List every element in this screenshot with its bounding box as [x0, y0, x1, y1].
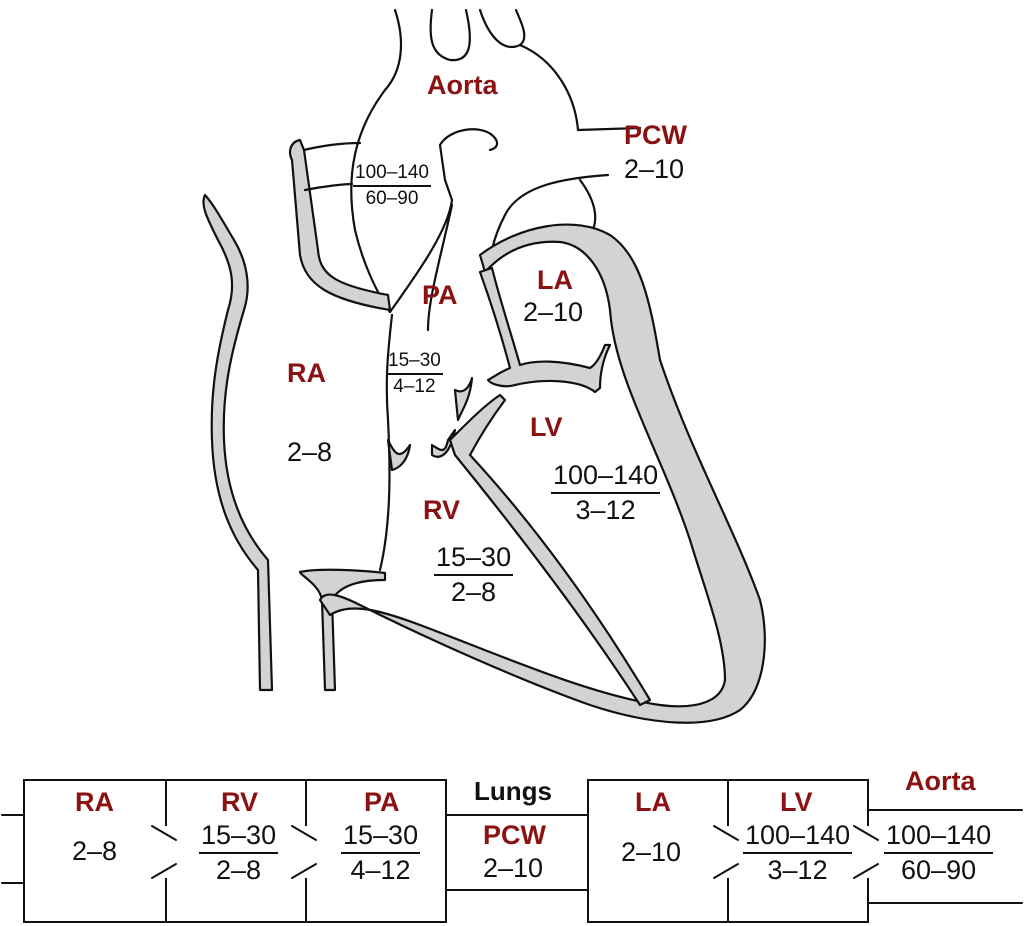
pa-label: PA — [422, 280, 458, 310]
aorta-inner — [388, 143, 454, 314]
pulmonic-valve — [291, 825, 317, 879]
circuit-aorta-systolic: 100–140 — [884, 820, 994, 854]
svc-branch-mid — [303, 182, 354, 192]
circuit-rv-pressure: 15–30 2–8 — [199, 820, 279, 886]
mitral-valve — [713, 825, 739, 879]
circuit-pa-diastolic: 4–12 — [350, 855, 411, 885]
rv-systolic: 15–30 — [434, 542, 514, 576]
circuit-rv-label: RV — [221, 787, 259, 817]
circuit-lv-diastolic: 3–12 — [767, 855, 828, 885]
rv-diastolic: 2–8 — [451, 577, 497, 607]
aorta-branch-2 — [429, 8, 471, 62]
pcw-label: PCW — [624, 120, 687, 150]
aorta-diastolic: 60–90 — [365, 188, 419, 209]
pa-diastolic: 4–12 — [393, 376, 436, 397]
svc-wall — [289, 138, 392, 312]
circuit-rv-systolic: 15–30 — [199, 820, 279, 854]
pa-pressure: 15–30 4–12 — [386, 350, 443, 398]
ra-wall — [202, 193, 274, 692]
circuit-pa-label: PA — [364, 787, 400, 817]
circuit-pa-systolic: 15–30 — [341, 820, 421, 854]
circuit-aorta-diastolic: 60–90 — [901, 855, 977, 885]
lv-pressure: 100–140 3–12 — [551, 460, 661, 526]
la-wall-inner — [478, 266, 612, 394]
ra-lower-wall — [298, 568, 387, 692]
tricuspid-valve — [151, 825, 177, 879]
aorta-branch-1 — [383, 8, 403, 92]
pa-valve-left — [386, 438, 412, 472]
pa-valve-right — [430, 428, 457, 458]
lv-label: LV — [530, 412, 563, 442]
pa-systolic: 15–30 — [386, 350, 443, 375]
pcw-vessel-upper — [576, 126, 642, 132]
pa-left-edge — [378, 313, 394, 572]
aorta-systolic: 100–140 — [353, 162, 431, 187]
aorta-pressure: 100–140 60–90 — [353, 162, 431, 210]
pa-right-edge — [426, 203, 454, 332]
circuit-pcw-label: PCW — [483, 820, 546, 850]
ra-label: RA — [287, 358, 326, 388]
aorta-outline — [350, 88, 392, 314]
pulmonary-trunk-top — [438, 128, 499, 152]
pcw-value: 2–10 — [624, 154, 685, 184]
lv-outer-wall — [318, 223, 766, 724]
circuit-rv-diastolic: 2–8 — [216, 855, 262, 885]
la-label: LA — [537, 265, 573, 295]
circuit-aorta-pressure: 100–140 60–90 — [884, 820, 994, 886]
lv-diastolic: 3–12 — [575, 495, 636, 525]
lungs-label: Lungs — [474, 776, 552, 806]
rv-label: RV — [423, 495, 461, 525]
svc-branch-top — [302, 141, 362, 152]
circuit-la-value: 2–10 — [621, 837, 682, 867]
circuit-lv-pressure: 100–140 3–12 — [743, 820, 853, 886]
circuit-aorta-label: Aorta — [905, 766, 976, 796]
aorta-label: Aorta — [427, 70, 498, 100]
circuit-ra-value: 2–8 — [72, 836, 118, 866]
circuit-pa-pressure: 15–30 4–12 — [341, 820, 421, 886]
aortic-valve — [853, 825, 879, 879]
la-value: 2–10 — [523, 297, 584, 327]
rv-pressure: 15–30 2–8 — [434, 542, 514, 608]
ra-value: 2–8 — [287, 437, 333, 467]
circuit-lv-label: LV — [780, 787, 813, 817]
circuit-lv-systolic: 100–140 — [743, 820, 853, 854]
circuit-pcw-value: 2–10 — [483, 853, 544, 883]
circuit-ra-label: RA — [75, 787, 114, 817]
pa-valve-mid — [453, 376, 474, 422]
aorta-arch-right — [518, 43, 580, 132]
lv-systolic: 100–140 — [551, 460, 661, 494]
circuit-la-label: LA — [635, 787, 671, 817]
septum-wall — [448, 393, 652, 707]
